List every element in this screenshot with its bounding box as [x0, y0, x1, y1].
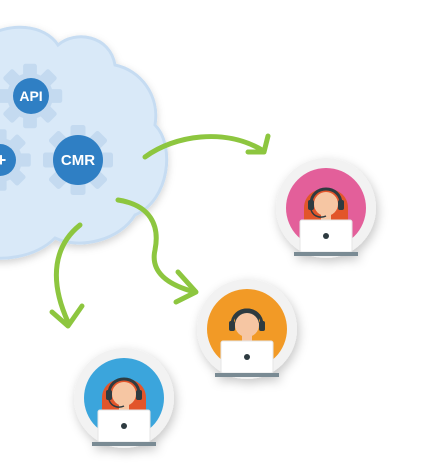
- laptop-icon: [92, 409, 156, 446]
- arrow-icon: [115, 197, 199, 305]
- agent-pink: [276, 158, 376, 258]
- cmr-badge-label: CMR: [61, 152, 95, 169]
- headset-icon: [308, 187, 344, 218]
- headset-icon: [106, 377, 142, 408]
- laptop-icon: [294, 219, 358, 256]
- api-badge-label: API: [19, 88, 42, 104]
- arrows: [49, 133, 271, 329]
- laptop-icon: [215, 340, 279, 377]
- plus-badge-label: +: [0, 150, 6, 170]
- plus-badge: +: [0, 144, 16, 176]
- api-badge: API: [13, 78, 49, 114]
- arrow-icon: [142, 133, 271, 160]
- agent-blue: [74, 348, 174, 448]
- agent-orange: [197, 279, 297, 379]
- cmr-badge: CMR: [53, 135, 103, 185]
- headset-icon: [229, 308, 265, 331]
- arrow-icon: [49, 222, 85, 329]
